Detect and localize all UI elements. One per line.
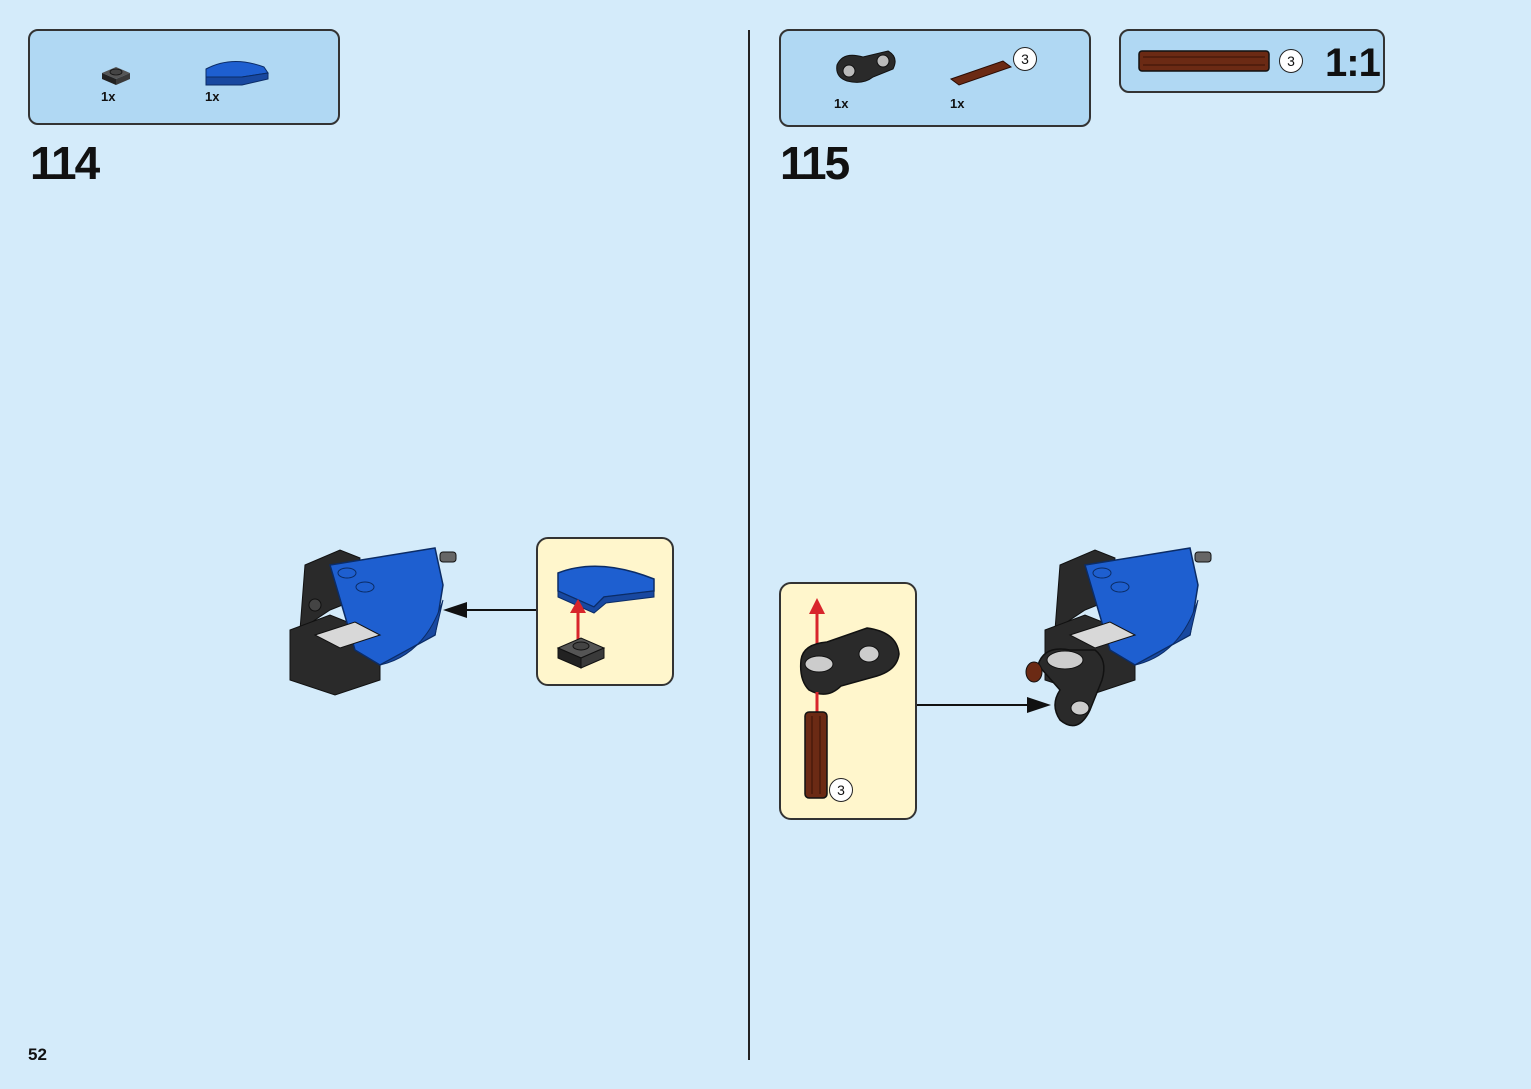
page-divider bbox=[748, 30, 750, 1060]
axle-length-badge: 3 bbox=[1279, 49, 1303, 73]
step-115-model bbox=[1025, 547, 1212, 727]
part-qty: 1x bbox=[205, 89, 220, 104]
black-technic-connector-icon bbox=[836, 50, 896, 83]
part-qty: 1x bbox=[101, 89, 116, 104]
part-qty: 1x bbox=[950, 96, 965, 111]
attach-arrow bbox=[443, 602, 538, 618]
part-qty: 1x bbox=[834, 96, 849, 111]
attach-arrow bbox=[917, 697, 1051, 713]
axle-length-badge: 3 bbox=[1013, 47, 1037, 71]
black-technic-connector-icon bbox=[799, 627, 900, 695]
brown-axle-scale-icon bbox=[1138, 50, 1270, 72]
dark-gray-plate-icon bbox=[556, 637, 606, 669]
axle-length-badge: 3 bbox=[829, 778, 853, 802]
subassembly-box-114 bbox=[536, 537, 674, 686]
page-number: 52 bbox=[28, 1045, 47, 1064]
red-connector-line bbox=[815, 692, 819, 714]
step-114-model bbox=[289, 547, 457, 696]
blue-curved-slope-icon bbox=[205, 61, 269, 86]
red-up-arrow bbox=[570, 599, 586, 643]
dark-gray-plate-icon bbox=[102, 67, 130, 85]
subassembly-box-115: 3 bbox=[779, 582, 917, 820]
parts-list-step-115: 1x 3 1x bbox=[779, 29, 1091, 127]
brown-axle-icon bbox=[949, 60, 1013, 86]
step-number-114: 114 bbox=[30, 137, 100, 189]
scale-label: 1:1 bbox=[1325, 41, 1381, 85]
scale-box: 3 1:1 bbox=[1119, 29, 1385, 93]
step-number-115: 115 bbox=[780, 137, 850, 189]
brown-axle-icon bbox=[804, 711, 828, 799]
parts-list-step-114: 1x 1x bbox=[28, 29, 340, 125]
